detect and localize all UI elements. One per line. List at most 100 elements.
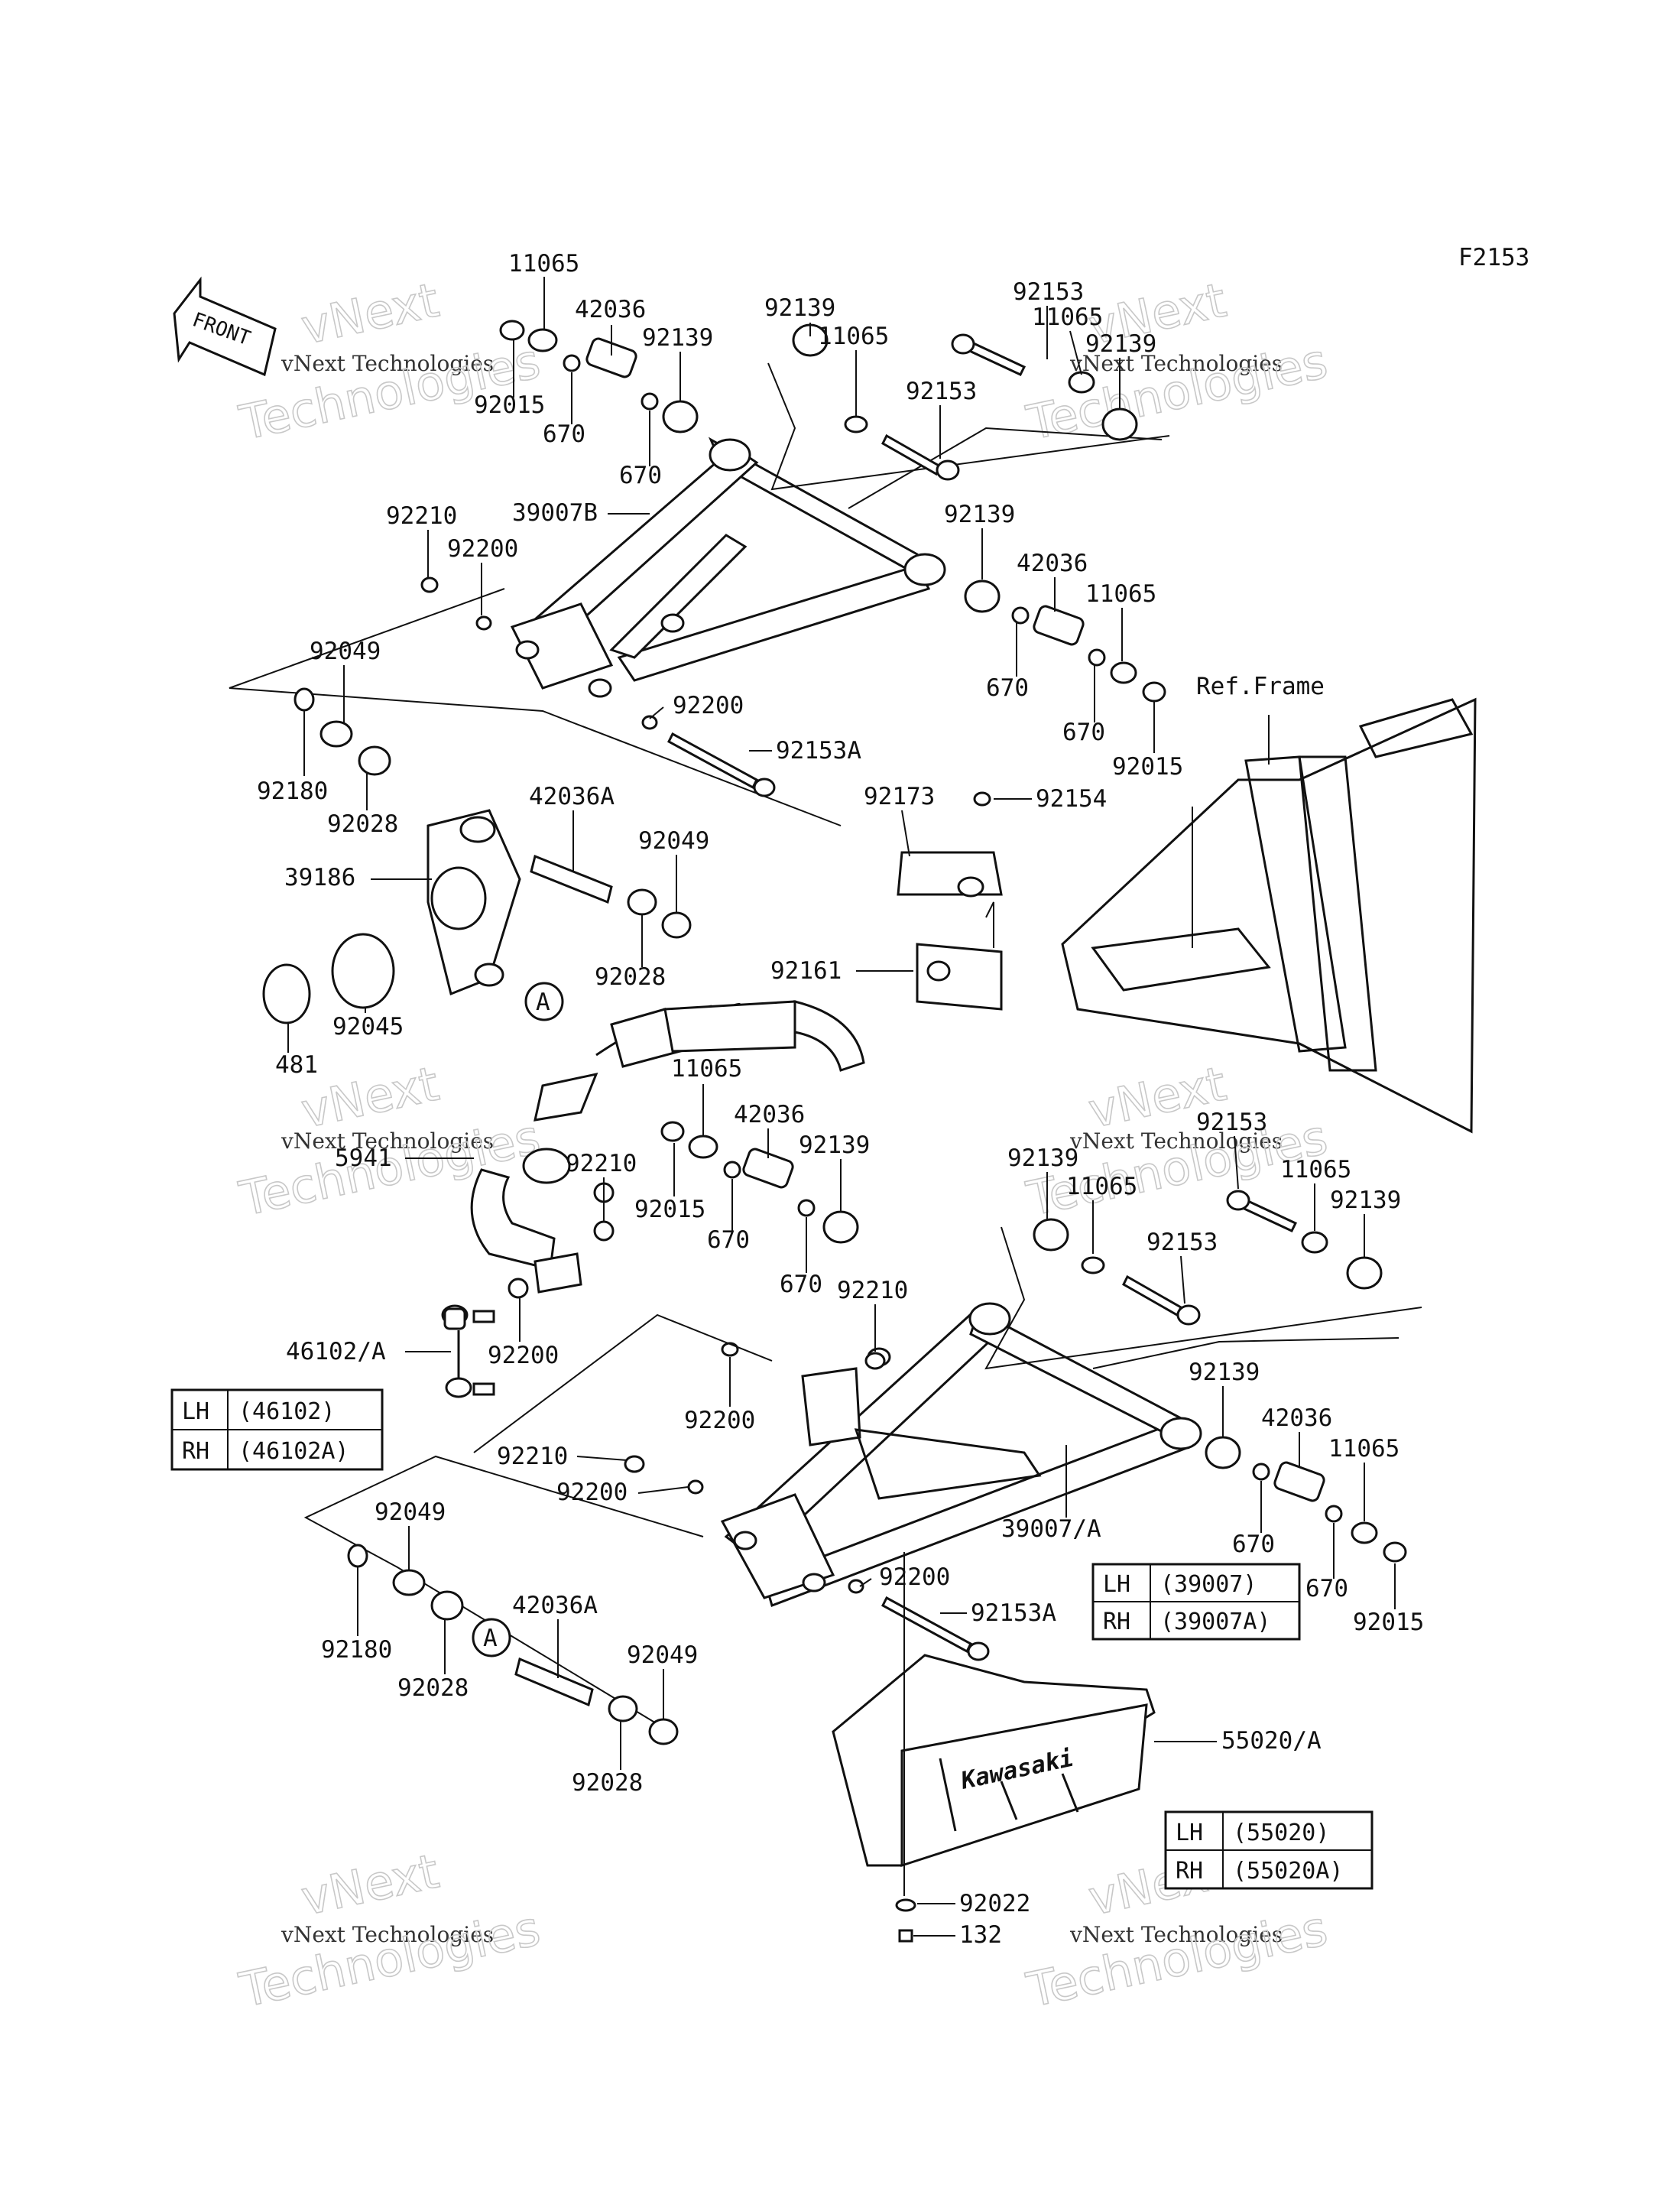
part-label: 670 xyxy=(780,1271,822,1298)
part-label: 92180 xyxy=(321,1636,392,1664)
part-label: 39007B xyxy=(512,499,598,527)
part-label: 92153A xyxy=(776,737,861,765)
part-label: 39186 xyxy=(284,864,355,891)
part-label: 42036A xyxy=(529,783,615,810)
part-label: 5941 xyxy=(335,1144,392,1172)
part-label: 92153 xyxy=(906,378,977,405)
part-label: 11065 xyxy=(508,250,579,278)
upper-arm-39007b xyxy=(510,437,946,698)
part-label: 92028 xyxy=(572,1769,643,1797)
table-55020: LH (55020) RH (55020A) xyxy=(1164,1810,1374,1890)
part-label: 670 xyxy=(707,1226,750,1254)
part-label: 46102/A xyxy=(286,1338,386,1365)
part-label: 11065 xyxy=(671,1055,742,1083)
part-label: 55020/A xyxy=(1221,1727,1322,1755)
front-arrow-icon: FRONT xyxy=(173,276,277,377)
part-label: 11065 xyxy=(818,323,889,350)
part-label: 92153 xyxy=(1196,1109,1267,1136)
part-label: 42036 xyxy=(575,296,646,323)
part-label: 92139 xyxy=(799,1131,870,1159)
part-label: 92015 xyxy=(634,1196,705,1223)
bolt-and-bushings-upper-front xyxy=(499,320,1138,481)
part-label: 92200 xyxy=(684,1407,755,1434)
table-part: (46102) xyxy=(238,1398,335,1425)
part-label: 42036A xyxy=(512,1592,598,1619)
table-side: LH xyxy=(1176,1820,1203,1846)
part-labels: 11065 42036 92139 92139 11065 92153 1106… xyxy=(257,250,1424,1949)
end-link-46102a xyxy=(441,1220,739,1398)
guide-line-link xyxy=(473,1313,773,1453)
table-part: (55020) xyxy=(1233,1820,1329,1846)
part-label: 92200 xyxy=(447,535,518,563)
part-label: 11065 xyxy=(1328,1435,1399,1463)
part-label: 92028 xyxy=(397,1674,469,1702)
guide-line-lower xyxy=(984,1226,1422,1370)
watermark-mid-left: vNext vNext Technologies Technologies xyxy=(234,1055,545,1228)
callout-a-upper: A xyxy=(524,982,564,1021)
callout-a-label: A xyxy=(483,1625,498,1652)
part-label: 92015 xyxy=(1353,1609,1424,1636)
part-label: 92022 xyxy=(959,1890,1030,1917)
guide-line-lower-rear xyxy=(1092,1337,1399,1369)
part-label: 92210 xyxy=(497,1443,568,1470)
watermark-line2: vNext Technologies xyxy=(281,351,494,376)
part-label: 670 xyxy=(986,674,1029,702)
watermark-line2: vNext Technologies xyxy=(1069,1128,1283,1154)
guide-line-lower-knuckle xyxy=(303,1455,704,1725)
part-label: 11065 xyxy=(1032,304,1103,331)
part-label: 92153 xyxy=(1013,278,1084,306)
part-label: 481 xyxy=(275,1051,318,1079)
part-label: 670 xyxy=(1305,1575,1348,1602)
table-39007: LH (39007) RH (39007A) xyxy=(1091,1563,1301,1641)
knuckle-39186 xyxy=(262,687,692,1024)
watermark-line1: vNext xyxy=(297,1056,443,1139)
part-label: 11065 xyxy=(1066,1173,1137,1200)
part-label: 92153A xyxy=(971,1599,1056,1627)
watermark-mid-right: vNext vNext Technologies Technologies xyxy=(1021,1055,1332,1228)
callout-a-label: A xyxy=(536,989,550,1016)
part-label: 42036 xyxy=(734,1101,805,1128)
table-part: (39007) xyxy=(1160,1571,1257,1598)
stabilizer-bar-5941 xyxy=(470,1000,865,1294)
part-label: 92028 xyxy=(327,810,398,838)
part-label: 92200 xyxy=(488,1342,559,1369)
part-label: 92139 xyxy=(1330,1187,1401,1214)
guide-line-upper-rear xyxy=(848,427,1163,509)
watermark-line3: Technologies xyxy=(1022,1900,1332,2018)
bolt-and-bushings-upper-rear xyxy=(420,576,1166,797)
table-side: LH xyxy=(182,1398,209,1425)
part-label: 92173 xyxy=(864,783,935,810)
part-label: 92161 xyxy=(770,957,842,985)
table-part: (55020A) xyxy=(1233,1858,1344,1885)
part-label: 92028 xyxy=(595,963,666,991)
guide-line-upper xyxy=(767,362,1170,491)
part-label: 92200 xyxy=(879,1563,950,1591)
part-label: 92139 xyxy=(944,501,1015,528)
part-label: 92180 xyxy=(257,778,328,805)
ref-frame-label: Ref.Frame xyxy=(1196,673,1325,700)
table-46102: LH (46102) RH (46102A) xyxy=(170,1388,384,1471)
part-label: 132 xyxy=(959,1921,1002,1949)
frame-reference xyxy=(1061,697,1477,1134)
table-part: (39007A) xyxy=(1160,1609,1271,1635)
part-label: 92015 xyxy=(1112,753,1183,781)
watermark-line2: vNext Technologies xyxy=(1069,351,1283,376)
part-label: 92045 xyxy=(332,1013,404,1041)
watermark-line1: vNext xyxy=(297,1843,443,1927)
table-side: RH xyxy=(1176,1858,1203,1885)
guard-55020a: Kawasaki xyxy=(832,1654,1156,1943)
watermark-bottom-left: vNext vNext Technologies Technologies xyxy=(234,1842,545,2019)
watermark-line2: vNext Technologies xyxy=(281,1128,494,1154)
part-label: 92153 xyxy=(1146,1229,1218,1256)
part-label: 670 xyxy=(1062,719,1105,746)
guide-line-knuckle xyxy=(229,588,842,826)
table-part: (46102A) xyxy=(238,1438,349,1465)
bolt-and-bushings-lower xyxy=(347,1121,1407,1745)
part-label: 92210 xyxy=(386,502,457,530)
part-label: 92139 xyxy=(642,324,713,352)
part-label: 42036 xyxy=(1017,550,1088,577)
part-label: 92049 xyxy=(627,1641,698,1669)
part-label: 92049 xyxy=(310,638,381,665)
watermark-top-left: vNext vNext Technologies Technologies xyxy=(234,271,545,452)
